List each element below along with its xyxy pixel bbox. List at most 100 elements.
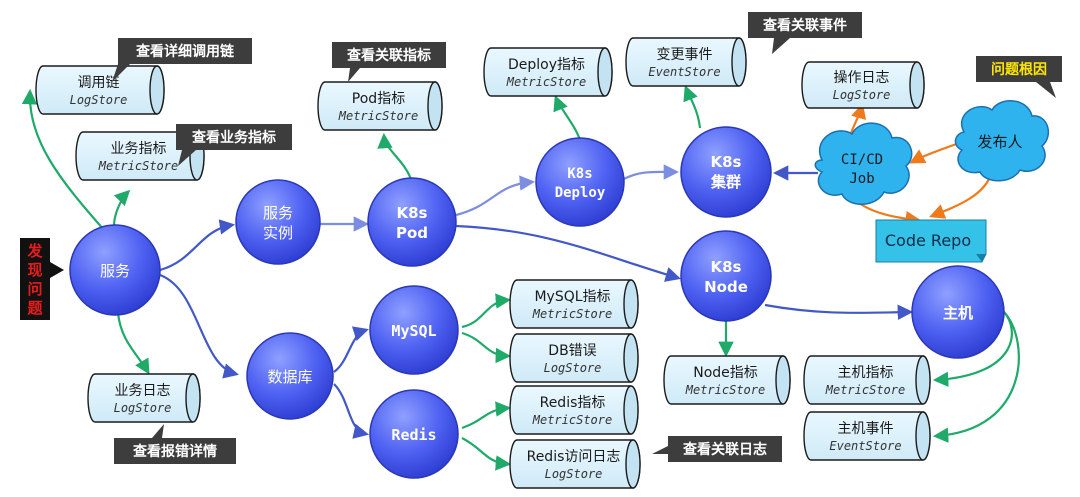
store-biz-metric-title: 业务指标 — [111, 141, 167, 157]
callout-view-biz-metric[interactable]: 查看业务指标 — [176, 124, 292, 166]
callout-view-error[interactable]: 查看报错详情 — [114, 424, 236, 464]
store-db-error-type: LogStore — [544, 361, 602, 375]
store-node-metric-cap — [775, 355, 791, 405]
node-k8s-deploy[interactable]: K8s Deploy — [535, 137, 625, 227]
store-change-event-type: EventStore — [648, 65, 720, 79]
node-host[interactable]: 主机 — [911, 265, 1005, 359]
store-redis-log-type: LogStore — [545, 467, 603, 481]
store-redis-metric-cap — [623, 385, 639, 435]
node-k8s-cluster-line1: K8s — [711, 153, 742, 171]
edge-pod-deploy — [455, 175, 536, 217]
store-mysql-metric[interactable]: MySQL指标 MetricStore — [509, 279, 639, 329]
callout-root-cause[interactable]: 问题根因 — [976, 56, 1062, 98]
store-pod-metric-cap — [427, 81, 443, 131]
edge-pod-node — [455, 224, 681, 282]
store-redis-metric[interactable]: Redis指标 MetricStore — [509, 385, 639, 435]
node-service-instance[interactable]: 服务 实例 — [235, 179, 321, 265]
store-trace-type: LogStore — [70, 93, 128, 107]
edge-pod-podmetric — [377, 132, 414, 183]
edge-database-mysql — [333, 326, 369, 373]
store-host-event-title: 主机事件 — [838, 421, 894, 437]
edge-service-database — [159, 273, 239, 379]
node-k8s-node-line1: K8s — [711, 258, 742, 276]
callout-view-biz-metric-text: 查看业务指标 — [192, 129, 276, 146]
edge-service-bizmetric — [112, 189, 131, 227]
store-biz-log-title: 业务日志 — [115, 383, 171, 399]
cloud-cicd-line2: Job — [849, 171, 874, 187]
cloud-cicd-job[interactable]: CI/CD Job — [814, 122, 913, 205]
store-biz-metric[interactable]: 业务指标 MetricStore — [75, 131, 205, 181]
store-redis-metric-title: Redis指标 — [540, 395, 606, 411]
stores: 调用链LogStore业务指标MetricStore业务日志LogStorePo… — [35, 37, 931, 489]
store-redis-log-cap — [625, 439, 641, 489]
node-database[interactable]: 数据库 — [246, 332, 334, 420]
callout-discover[interactable]: 发 现 问 题 — [20, 238, 64, 320]
edge-mysql-mysqlmetric — [461, 293, 512, 329]
store-pod-metric-type: MetricStore — [338, 109, 418, 123]
store-op-log-type: LogStore — [833, 88, 891, 102]
code-repo-label: Code Repo — [885, 231, 971, 250]
callouts: 查看详细调用链 查看业务指标 查看关联指标 查看关联事件 问题根因 查看报错详情 — [20, 12, 1062, 464]
callout-view-related-log[interactable]: 查看关联日志 — [652, 436, 782, 462]
edge-service-instance — [159, 219, 236, 272]
edge-redis-redismetric — [461, 401, 512, 430]
callout-view-related-metric-text: 查看关联指标 — [347, 47, 431, 64]
node-k8s-pod-line1: K8s — [397, 204, 428, 222]
edge-service-bizlog — [116, 311, 150, 375]
callout-view-related-event[interactable]: 查看关联事件 — [748, 12, 862, 54]
callout-view-trace[interactable]: 查看详细调用链 — [112, 38, 252, 82]
node-host-label: 主机 — [943, 304, 973, 322]
node-k8s-pod[interactable]: K8s Pod — [367, 177, 457, 267]
store-biz-log-cap — [185, 373, 201, 423]
callout-root-cause-text: 问题根因 — [991, 61, 1047, 78]
callout-view-trace-text: 查看详细调用链 — [136, 43, 235, 60]
store-mysql-metric-type: MetricStore — [532, 307, 612, 321]
store-host-event-cap — [915, 411, 931, 461]
node-database-label: 数据库 — [267, 368, 312, 386]
edge-host-hostevent — [932, 311, 1020, 443]
edge-mysql-dberror — [461, 331, 512, 364]
store-mysql-metric-title: MySQL指标 — [534, 289, 610, 305]
store-host-metric-cap — [915, 355, 931, 405]
store-trace[interactable]: 调用链 LogStore — [35, 65, 165, 115]
node-mysql-label: MySQL — [391, 322, 436, 340]
edge-database-redis — [333, 383, 370, 439]
store-mysql-metric-cap — [623, 279, 639, 329]
store-biz-metric-type: MetricStore — [98, 159, 178, 173]
callout-view-error-text: 查看报错详情 — [133, 443, 217, 460]
node-service-instance-line2: 实例 — [263, 224, 293, 242]
node-redis-label: Redis — [391, 426, 436, 444]
store-deploy-metric-cap — [597, 47, 613, 97]
node-mysql[interactable]: MySQL — [369, 285, 459, 375]
node-k8s-pod-line2: Pod — [396, 224, 428, 242]
node-k8s-deploy-line2: Deploy — [555, 185, 606, 201]
cloud-publisher[interactable]: 发布人 — [954, 100, 1050, 182]
callout-discover-char2: 现 — [27, 261, 42, 279]
node-service-label: 服务 — [100, 262, 130, 280]
node-redis[interactable]: Redis — [369, 389, 459, 479]
store-op-log-cap — [909, 61, 925, 109]
edge-node-host — [764, 303, 914, 320]
node-service[interactable]: 服务 — [69, 224, 161, 316]
store-node-metric-title: Node指标 — [693, 365, 758, 381]
node-k8s-node[interactable]: K8s Node — [680, 230, 772, 322]
callout-view-related-metric[interactable]: 查看关联指标 — [332, 42, 446, 82]
store-trace-title: 调用链 — [78, 75, 120, 91]
code-repo[interactable]: Code Repo — [875, 219, 987, 263]
node-k8s-cluster[interactable]: K8s 集群 — [680, 126, 772, 218]
edge-deploy-cluster — [621, 164, 680, 181]
node-k8s-node-line2: Node — [704, 278, 748, 296]
store-host-metric-title: 主机指标 — [838, 365, 894, 381]
store-redis-metric-type: MetricStore — [532, 413, 612, 427]
cloud-cicd-line1: CI/CD — [841, 152, 883, 168]
